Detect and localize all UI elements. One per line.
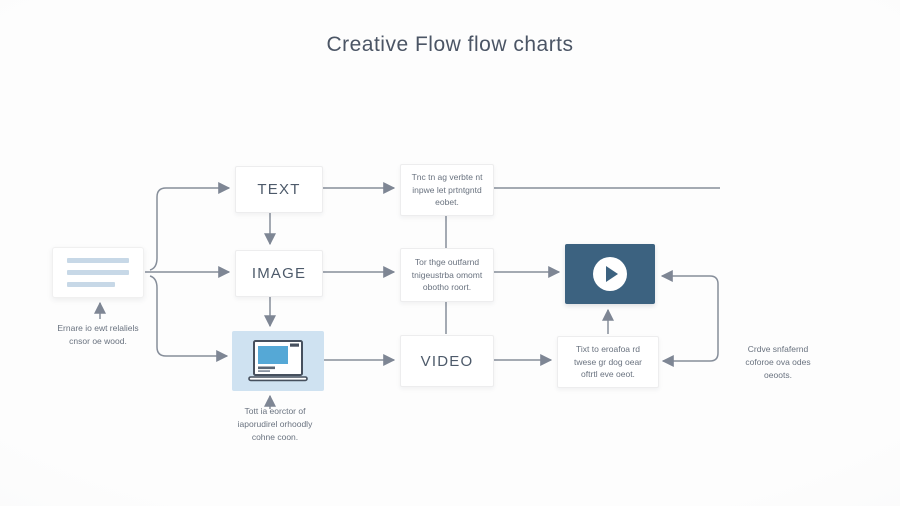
text-line-bar	[67, 282, 115, 287]
wire-source-to-text	[149, 182, 231, 271]
page-title: Creative Flow flow charts	[326, 33, 574, 56]
node-screen	[232, 331, 324, 391]
text-line-bar	[67, 258, 129, 263]
note-top: Tnc tn ag verbte nt inpwe let prtntgntd …	[400, 164, 494, 216]
node-image: IMAGE	[235, 250, 323, 297]
play-triangle	[606, 266, 618, 282]
source-card	[52, 247, 144, 298]
node-text: TEXT	[235, 166, 323, 213]
player-caption-text: Tixt to eroafoa rd twese gr dog oear oft…	[573, 343, 643, 380]
player-caption-box: Tixt to eroafoa rd twese gr dog oear oft…	[557, 336, 659, 388]
node-text-label: TEXT	[257, 181, 301, 198]
note-top-text: Tnc tn ag verbte nt inpwe let prtntgntd …	[411, 171, 483, 208]
laptop-icon	[248, 340, 308, 382]
screen-caption: Tott ia eorctor of iaporudirel orhoodly …	[237, 406, 313, 442]
play-icon	[593, 257, 627, 291]
text-line-bar	[67, 270, 129, 275]
node-image-label: IMAGE	[251, 265, 307, 282]
node-video-label: VIDEO	[420, 352, 474, 370]
wire-right-to-caption	[661, 312, 719, 367]
note-mid: Tor thge outfarnd tnigeustrba omomt obot…	[400, 248, 494, 302]
right-note: Crdve snfafernd coforoe ova odes oeoots.	[745, 344, 811, 380]
node-video: VIDEO	[400, 335, 494, 387]
node-player	[565, 244, 655, 304]
note-mid-text: Tor thge outfarnd tnigeustrba omomt obot…	[411, 256, 483, 293]
source-caption: Ernare io ewt relaliels cnsor oe wood.	[57, 323, 139, 346]
wire-source-to-screen	[149, 275, 229, 362]
wire-right-to-player	[660, 270, 719, 312]
